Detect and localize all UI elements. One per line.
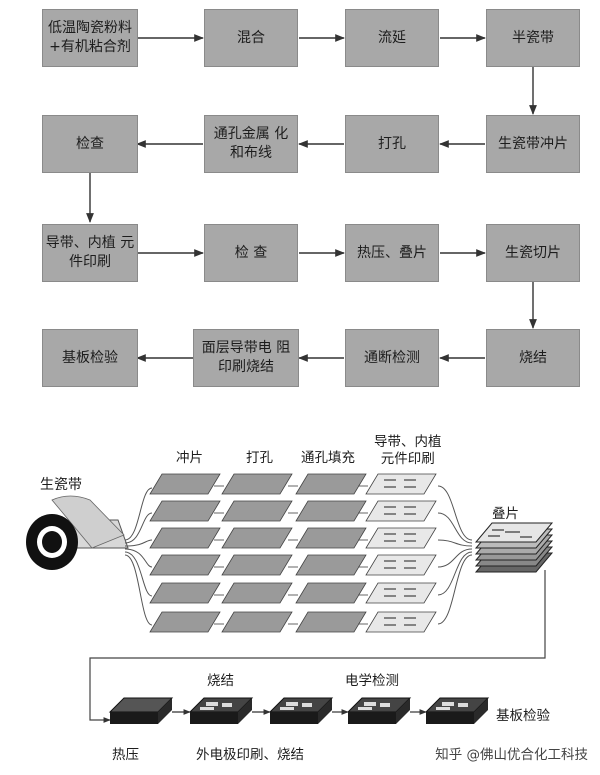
substrate-block-edge <box>238 698 252 724</box>
electrode-pad <box>302 703 312 707</box>
label-electrical-test: 电学检测 <box>345 673 399 689</box>
substrate-block-side <box>110 712 158 724</box>
tape-sheet <box>295 611 367 633</box>
flow-box-punch: 打孔 <box>345 115 439 173</box>
substrate-block-side <box>426 712 474 724</box>
green-tape-roll <box>26 495 129 570</box>
tape-sheet <box>221 611 293 633</box>
stack-to-lamination-connector <box>89 570 546 723</box>
flow-box-label: 低温陶瓷粉料 +有机粘合剂 <box>48 20 132 55</box>
flow-box-firing: 烧结 <box>486 329 580 387</box>
electrode-pad <box>380 703 390 707</box>
flow-box-label: 半瓷带 <box>512 29 554 46</box>
tape-sheet <box>221 582 293 604</box>
flow-box-inspect-1: 检查 <box>42 115 138 173</box>
tape-sheet <box>221 527 293 549</box>
flow-box-label: 生瓷带冲片 <box>498 135 568 152</box>
electrode-pad <box>358 707 372 710</box>
tape-sheet <box>149 582 221 604</box>
substrate-block-edge <box>396 698 410 724</box>
tape-sheet <box>221 473 293 495</box>
sheet-grid <box>149 473 437 633</box>
label-outer-print: 外电极印刷、烧结 <box>196 747 304 763</box>
electrode-pad <box>442 702 454 706</box>
flow-box-label: 热压、叠片 <box>357 244 427 261</box>
tape-sheet <box>221 554 293 576</box>
electrode-pad <box>286 702 298 706</box>
flow-box-label: 基板检验 <box>62 349 118 366</box>
electrode-pad <box>280 707 294 710</box>
electrode-pad <box>364 702 376 706</box>
flow-box-via-metallization: 通孔金属 化和布线 <box>204 115 298 173</box>
tape-sheet <box>221 500 293 522</box>
tape-sheet <box>149 527 221 549</box>
label-punching: 打孔 <box>246 450 273 466</box>
flow-box-green-cutting: 生瓷切片 <box>486 224 580 282</box>
flow-box-label: 检 查 <box>234 244 268 261</box>
tape-sheet <box>365 500 437 522</box>
substrate-block-side <box>190 712 238 724</box>
tape-sheet <box>365 611 437 633</box>
label-via-fill: 通孔填充 <box>301 450 355 466</box>
tape-feed-lines <box>124 487 153 626</box>
flow-box-tape-casting: 流延 <box>345 9 439 67</box>
flow-box-lamination-stacking: 热压、叠片 <box>345 224 439 282</box>
tape-sheet <box>149 554 221 576</box>
substrate-block-side <box>270 712 318 724</box>
tape-sheet <box>365 582 437 604</box>
label-lamination: 热压 <box>112 747 139 763</box>
tape-sheet <box>295 473 367 495</box>
flow-box-label: 打孔 <box>378 135 406 152</box>
flow-box-label: 混合 <box>237 29 265 46</box>
tape-sheet <box>295 500 367 522</box>
watermark: 知乎 @佛山优合化工科技 <box>435 747 588 763</box>
flow-box-mixing: 混合 <box>204 9 298 67</box>
tape-sheet <box>295 527 367 549</box>
electrode-pad <box>206 702 218 706</box>
flow-box-label: 烧结 <box>519 349 547 366</box>
tape-sheet <box>149 611 221 633</box>
tape-sheet <box>365 527 437 549</box>
flow-box-label: 生瓷切片 <box>505 244 561 261</box>
substrate-block-side <box>348 712 396 724</box>
flow-box-conductor-printing: 导带、内植 元件印刷 <box>42 224 138 282</box>
substrate-block-edge <box>474 698 488 724</box>
flow-box-surface-print-firing: 面层导带电 阻印刷烧结 <box>193 329 299 387</box>
flow-box-label: 流延 <box>378 29 406 46</box>
tape-sheet <box>365 554 437 576</box>
stack-feed-lines <box>437 485 473 625</box>
label-blanking: 冲片 <box>176 450 203 466</box>
flow-box-green-tape-blanking: 生瓷带冲片 <box>486 115 580 173</box>
label-firing: 烧结 <box>207 673 234 689</box>
tape-sheet <box>295 554 367 576</box>
flow-box-continuity-test: 通断检测 <box>345 329 439 387</box>
substrate-block-edge <box>318 698 332 724</box>
flow-box-label: 检查 <box>76 135 104 152</box>
flow-box-label: 面层导带电 阻印刷烧结 <box>201 340 291 375</box>
flow-box-substrate-inspection: 基板检验 <box>42 329 138 387</box>
flow-box-semi-tape: 半瓷带 <box>486 9 580 67</box>
label-stacking: 叠片 <box>492 506 519 522</box>
electrode-pad <box>200 707 214 710</box>
label-green-tape: 生瓷带 <box>40 477 82 493</box>
stacked-sheets <box>474 522 554 573</box>
tape-sheet <box>149 500 221 522</box>
label-printing: 导带、内植 元件印刷 <box>374 434 442 467</box>
flow-box-label: 导带、内植 元件印刷 <box>45 235 135 270</box>
label-substrate-inspection: 基板检验 <box>496 708 550 724</box>
flow-box-label: 通断检测 <box>364 349 420 366</box>
electrode-pad <box>436 707 450 710</box>
tape-sheet <box>149 473 221 495</box>
flow-box-inspect-2: 检 查 <box>204 224 298 282</box>
substrate-block-edge <box>158 698 172 724</box>
tape-sheet <box>365 473 437 495</box>
flow-box-raw-materials: 低温陶瓷粉料 +有机粘合剂 <box>42 9 138 67</box>
fired-substrate-row <box>108 697 490 724</box>
electrode-pad <box>458 703 468 707</box>
flow-box-label: 通孔金属 化和布线 <box>213 126 289 161</box>
electrode-pad <box>222 703 232 707</box>
tape-sheet <box>295 582 367 604</box>
